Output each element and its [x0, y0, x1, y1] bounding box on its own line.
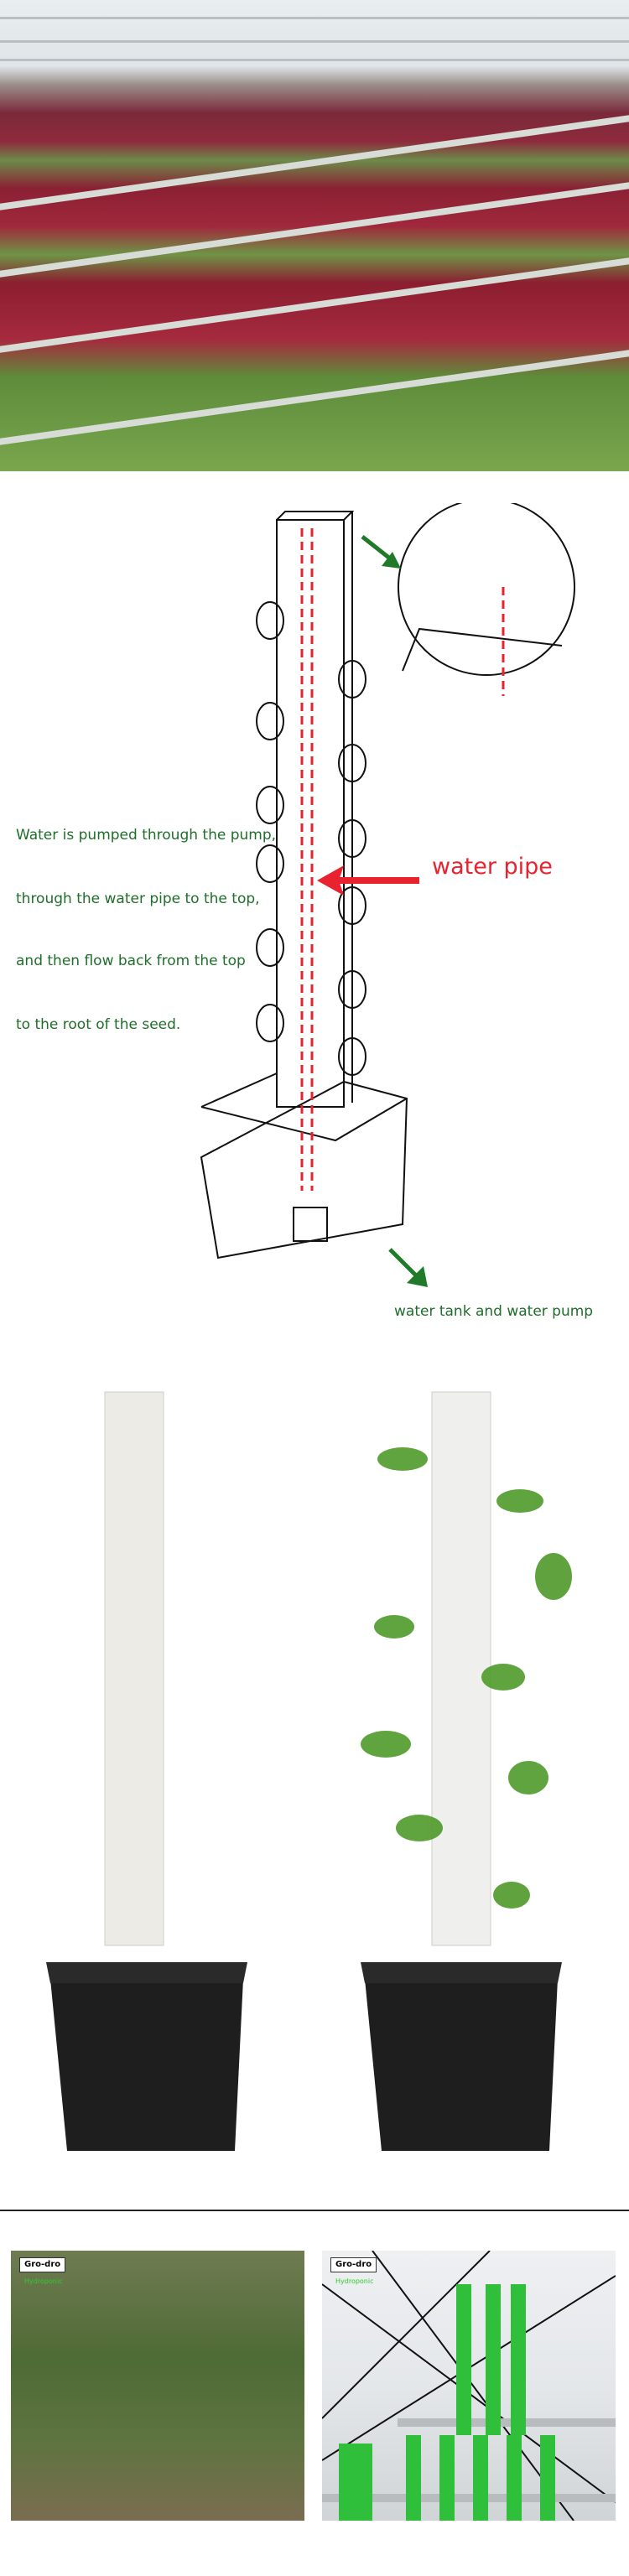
tank-arrow: [407, 1266, 428, 1287]
logo-brand: Gro-dro: [330, 2257, 377, 2272]
logo-brand: Gro-dro: [19, 2257, 66, 2272]
description-line: Water is pumped through the pump,: [16, 827, 277, 844]
planted-tower: [361, 1391, 572, 2151]
section-divider: [0, 2210, 629, 2211]
logo-tagline: Hydroponic: [24, 2277, 63, 2285]
tower-water-flow-diagram: Water is pumped through the pump, throug…: [0, 503, 629, 1350]
tower-array-drawing: [322, 2251, 616, 2521]
empty-tower: [46, 1391, 247, 2151]
tower-line-drawing: [200, 503, 575, 1287]
detail-arrow: [382, 552, 401, 569]
water-pipe-dashed: [300, 528, 505, 1191]
tower-product-photos: [0, 1358, 629, 2163]
description-line: through the water pipe to the top,: [16, 891, 260, 907]
pump-icon: [293, 1207, 328, 1242]
planting-cups: [256, 601, 366, 1076]
product-renderings: [46, 1391, 572, 2151]
description-line: and then flow back from the top: [16, 953, 246, 969]
water-tank-label: water tank and water pump: [394, 1303, 594, 1320]
greenhouse-lettuce-photo: [0, 0, 629, 471]
description-line: to the root of the seed.: [16, 1016, 181, 1033]
logo-tagline: Hydroponic: [335, 2277, 374, 2285]
water-pipe-label: water pipe: [432, 854, 553, 880]
